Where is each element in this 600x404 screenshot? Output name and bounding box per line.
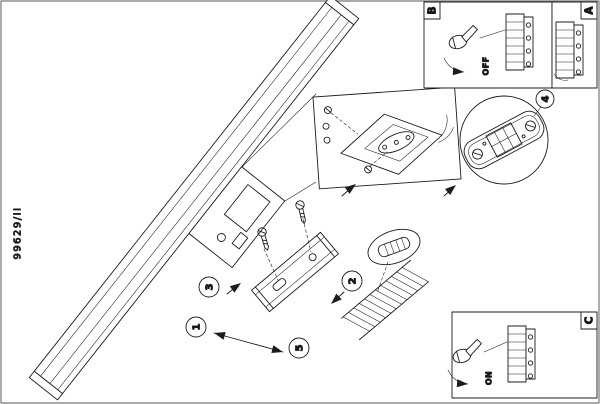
step-2-badge: 2 bbox=[341, 270, 363, 292]
slide-direction-line bbox=[213, 332, 284, 353]
insert-wire-line bbox=[483, 341, 508, 353]
magnifier-leader-line bbox=[241, 93, 317, 168]
panel-a-label-box bbox=[580, 1, 598, 20]
panel-a: A bbox=[551, 1, 598, 89]
step-3-badge: 3 bbox=[198, 276, 220, 298]
cable-clamp bbox=[231, 231, 249, 250]
wire-marker bbox=[322, 122, 330, 130]
bracket-slot bbox=[272, 278, 287, 291]
terminal-block-icon bbox=[505, 13, 534, 71]
part-number: 99629/II bbox=[13, 206, 24, 259]
terminal-oval bbox=[378, 131, 415, 154]
panel-c-label-box bbox=[580, 311, 598, 330]
alignment-dash-line bbox=[376, 261, 389, 294]
direction-arrow-icon bbox=[212, 328, 227, 341]
panel-a-label: A bbox=[584, 6, 596, 15]
wire-lines bbox=[553, 73, 569, 81]
step-1-label: 1 bbox=[192, 323, 203, 330]
step-4-badge: 4 bbox=[535, 89, 555, 109]
cable-gland bbox=[216, 233, 226, 242]
bar-end-cap-top bbox=[325, 0, 360, 26]
alignment-dash-line bbox=[263, 248, 279, 281]
direction-arrow-icon bbox=[229, 279, 244, 294]
wire-marker bbox=[323, 136, 331, 144]
direction-arrow-icon bbox=[270, 344, 285, 357]
wall-hatch bbox=[341, 259, 429, 341]
screw-icon bbox=[323, 106, 332, 115]
panel-c: C ON bbox=[447, 311, 598, 399]
junction-detail-inset bbox=[312, 86, 462, 190]
bracket-hole bbox=[308, 253, 317, 262]
cover-plate bbox=[223, 184, 271, 233]
magnifier-leader-line bbox=[284, 181, 317, 202]
plate-screw-icon bbox=[472, 148, 483, 160]
light-bar bbox=[28, 0, 360, 401]
mounting-plate-detail bbox=[459, 95, 549, 185]
bar-end-cap-bottom bbox=[28, 370, 63, 401]
step-4-label: 4 bbox=[541, 95, 552, 102]
panel-b-label: B bbox=[427, 6, 439, 14]
screw-icon bbox=[256, 226, 273, 252]
step-5-label: 5 bbox=[295, 344, 306, 351]
screw-icon bbox=[294, 199, 309, 225]
insert-wire-line bbox=[479, 29, 506, 39]
step-1-badge: 1 bbox=[185, 316, 207, 338]
step-3-label: 3 bbox=[205, 283, 216, 290]
panel-b-label-box bbox=[423, 1, 441, 20]
panel-b: B OFF bbox=[423, 1, 553, 89]
screw-guide-line bbox=[369, 151, 388, 167]
screw-icon bbox=[364, 165, 373, 174]
terminal-block-icon bbox=[507, 325, 536, 383]
wall-plug-icon bbox=[377, 236, 411, 258]
wire-lines bbox=[438, 114, 454, 143]
alignment-dash-line bbox=[302, 218, 312, 253]
wall-plug-detail bbox=[367, 228, 421, 266]
badge-leader-line bbox=[533, 106, 542, 117]
off-label: OFF bbox=[482, 57, 491, 76]
mounting-bracket bbox=[251, 231, 339, 313]
direction-arrows bbox=[212, 180, 460, 357]
screw-guide-line bbox=[330, 112, 358, 135]
step-5-badge: 5 bbox=[288, 337, 310, 359]
connection-box bbox=[188, 166, 286, 269]
step-2-label: 2 bbox=[348, 277, 359, 284]
panel-c-label: C bbox=[584, 316, 596, 324]
plate-screw-icon bbox=[525, 120, 536, 132]
terminal-block-icon bbox=[555, 21, 584, 79]
on-label: ON bbox=[485, 371, 494, 385]
junction-box-inner bbox=[364, 124, 429, 162]
